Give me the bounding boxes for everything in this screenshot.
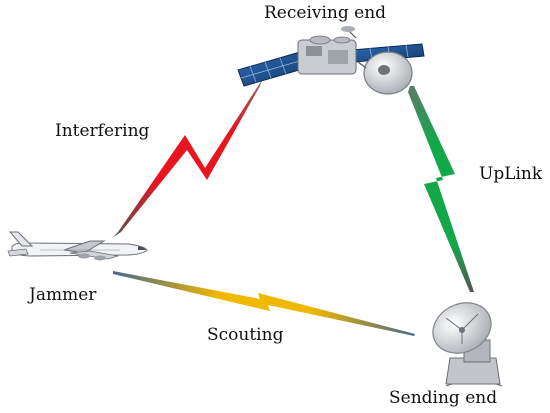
sending-end-label: Sending end: [389, 388, 498, 408]
interfering-link: [112, 80, 262, 238]
jammer-label: Jammer: [29, 285, 97, 305]
scouting-link: [113, 271, 415, 336]
satellite-icon: [237, 26, 425, 95]
interfering-label: Interfering: [55, 121, 150, 141]
aircraft-icon: [7, 231, 148, 261]
scouting-label: Scouting: [207, 325, 284, 345]
satellite-dish-icon: [432, 302, 503, 387]
uplink-link: [408, 86, 474, 292]
uplink-label: UpLink: [479, 164, 543, 184]
receiving-end-label: Receiving end: [264, 3, 387, 23]
